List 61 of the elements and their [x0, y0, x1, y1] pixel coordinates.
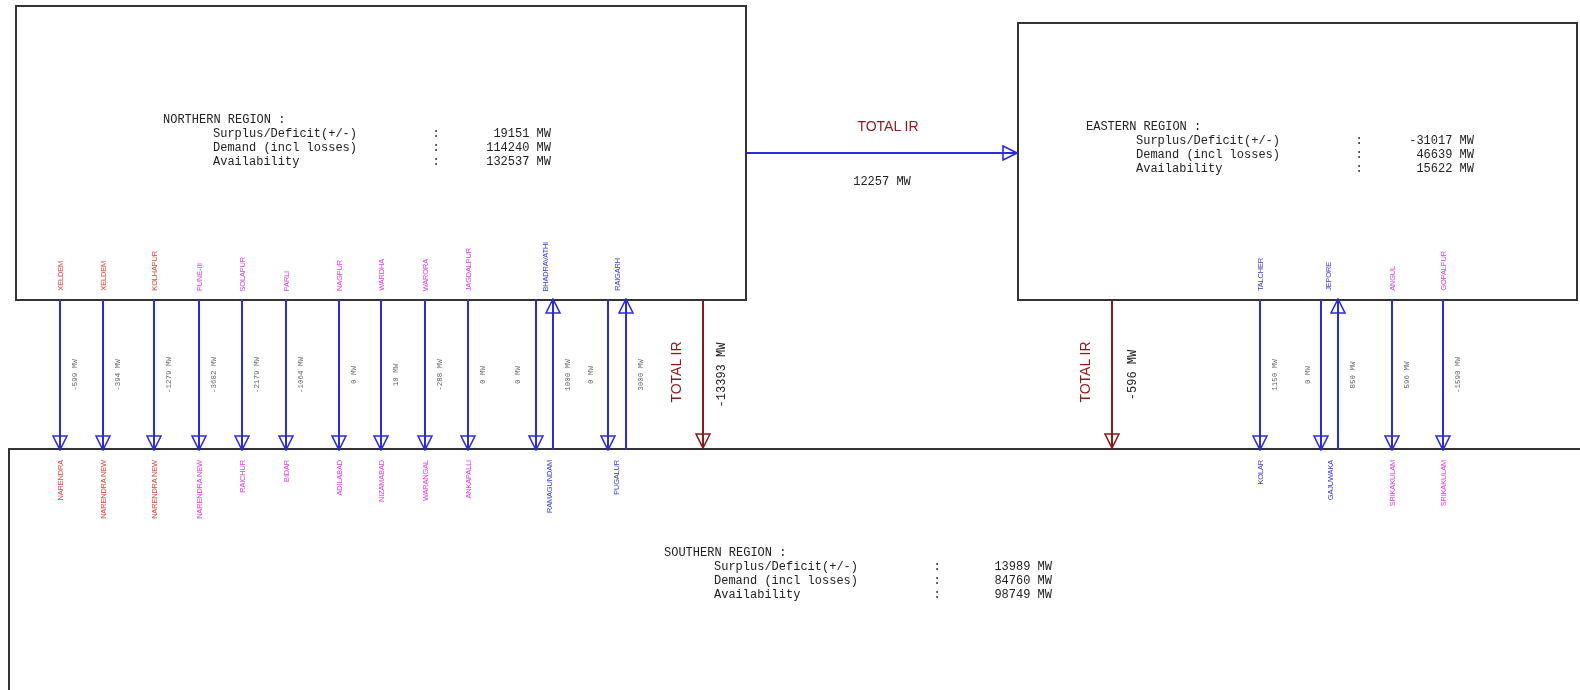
arrow: [695, 300, 711, 449]
stat-separator: :: [431, 141, 441, 155]
stat-name: Availability: [714, 588, 802, 602]
arrow: [460, 298, 476, 451]
arrow: [545, 298, 561, 451]
stat-name: Demand (incl losses): [714, 574, 860, 588]
arrow: [1252, 298, 1268, 451]
stat-value: 132537 MW: [485, 155, 551, 169]
arrow: [146, 298, 162, 451]
region-box: [15, 5, 747, 301]
arrow: [331, 298, 347, 451]
stat-name: Demand (incl losses): [213, 141, 359, 155]
arrow: [373, 298, 389, 451]
stat-separator: :: [1354, 134, 1364, 148]
stat-value: 84760 MW: [993, 574, 1052, 588]
stat-value: -31017 MW: [1408, 134, 1474, 148]
arrow: [52, 298, 68, 451]
stat-name: Demand (incl losses): [1136, 148, 1282, 162]
flow-label: TOTAL IR: [668, 341, 684, 403]
arrow: [618, 298, 634, 451]
stat-separator: :: [932, 574, 942, 588]
stat-value: 15622 MW: [1415, 162, 1474, 176]
edge-label: -13393 MW: [715, 342, 729, 407]
arrow: [1313, 298, 1329, 451]
stat-name: Availability: [1136, 162, 1224, 176]
arrow: [191, 298, 207, 451]
flow-label: TOTAL IR: [1077, 341, 1093, 403]
arrow: [1104, 300, 1120, 449]
stat-name: Surplus/Deficit(+/-): [213, 127, 359, 141]
stat-value: 46639 MW: [1415, 148, 1474, 162]
arrow: [1384, 298, 1400, 451]
stat-separator: :: [431, 155, 441, 169]
edge-label: 12257 MW: [853, 175, 911, 189]
stat-separator: :: [932, 560, 942, 574]
stat-value: 19151 MW: [492, 127, 551, 141]
region-heading: SOUTHERN REGION :: [664, 546, 788, 560]
stat-value: 98749 MW: [993, 588, 1052, 602]
region-heading: NORTHERN REGION :: [163, 113, 287, 127]
stat-separator: :: [1354, 162, 1364, 176]
stat-value: 13989 MW: [993, 560, 1052, 574]
stat-separator: :: [1354, 148, 1364, 162]
arrow: [278, 298, 294, 451]
arrow: [417, 298, 433, 451]
arrow: [600, 298, 616, 451]
arrow: [1330, 298, 1346, 451]
arrow: [95, 298, 111, 451]
stat-separator: :: [431, 127, 441, 141]
region-box: [8, 448, 1580, 690]
arrow: [1435, 298, 1451, 451]
edge-label: -596 MW: [1126, 349, 1140, 400]
stat-name: Surplus/Deficit(+/-): [714, 560, 860, 574]
flow-label: TOTAL IR: [857, 118, 919, 134]
region-box: [1017, 22, 1578, 301]
stat-separator: :: [932, 588, 942, 602]
arrow: [746, 145, 1018, 161]
stat-name: Availability: [213, 155, 301, 169]
arrow: [234, 298, 250, 451]
region-heading: EASTERN REGION :: [1086, 120, 1203, 134]
arrow: [528, 298, 544, 451]
stat-name: Surplus/Deficit(+/-): [1136, 134, 1282, 148]
stat-value: 114240 MW: [485, 141, 551, 155]
